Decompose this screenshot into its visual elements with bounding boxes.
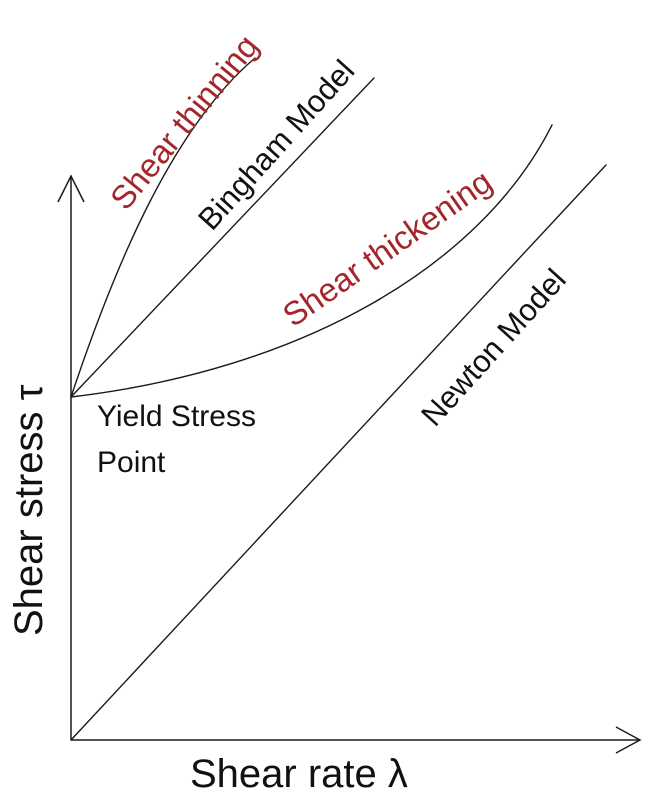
y-axis-arrowhead bbox=[57, 174, 85, 203]
label-shear-thickening: Shear thickening bbox=[276, 162, 499, 333]
curve-shear-thickening bbox=[70, 124, 553, 398]
label-newton-model: Newton Model bbox=[414, 262, 573, 433]
curve-bingham bbox=[70, 77, 375, 398]
axes bbox=[57, 174, 642, 754]
curve-shear-thinning bbox=[70, 57, 256, 398]
yield-stress-annotation: Yield Stress Point bbox=[97, 400, 256, 479]
yield-stress-label-line2: Point bbox=[97, 446, 166, 479]
curves bbox=[70, 57, 607, 741]
x-axis-label: Shear rate λ bbox=[190, 752, 408, 796]
curve-newton bbox=[70, 164, 607, 741]
curve-labels: Shear thinning Bingham Model Shear thick… bbox=[103, 28, 573, 433]
y-axis-label: Shear stress τ bbox=[7, 384, 51, 636]
x-axis-arrowhead bbox=[615, 726, 642, 754]
yield-stress-label-line1: Yield Stress bbox=[97, 400, 256, 433]
